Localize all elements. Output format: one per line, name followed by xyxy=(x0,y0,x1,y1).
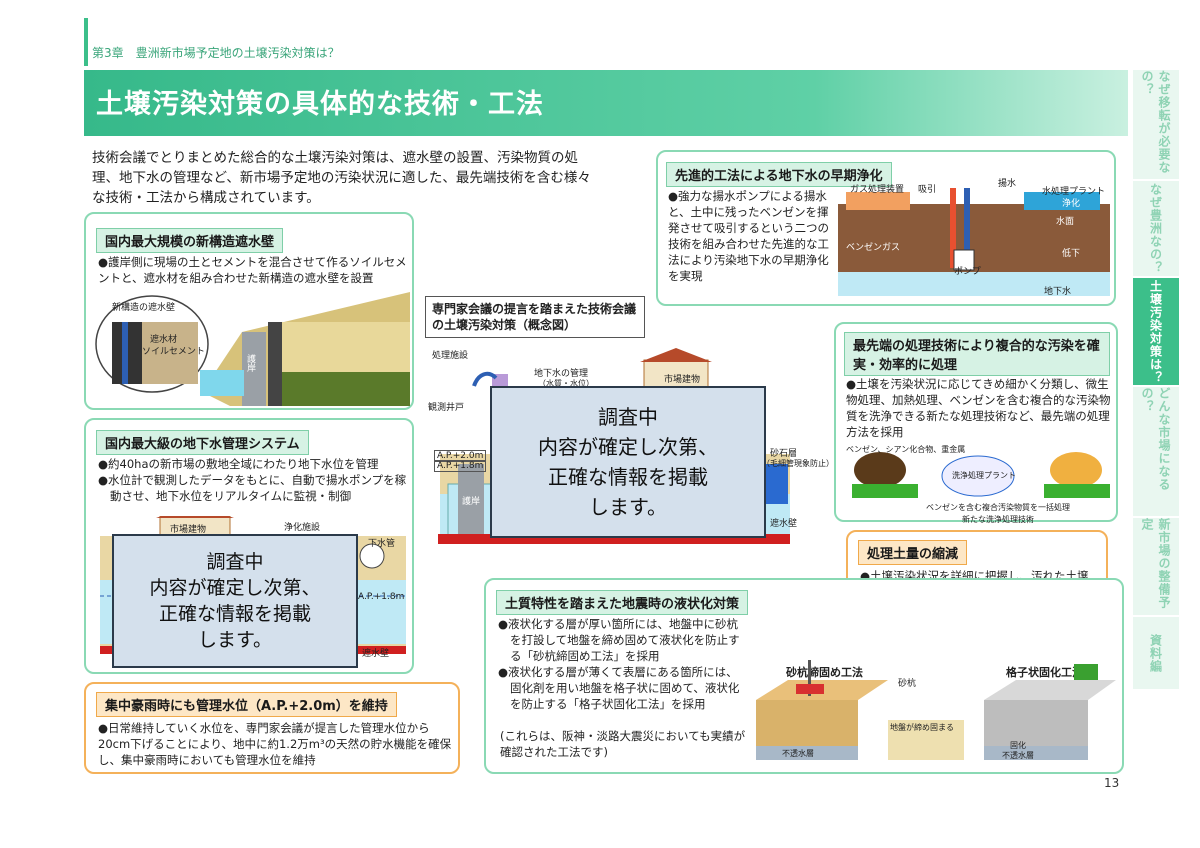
concept-label-capillary: （毛細管現象防止） xyxy=(762,459,834,468)
panel-liquefaction: 土質特性を踏まえた地震時の液状化対策 ●液状化する層が厚い箇所には、地盤中に砂杭… xyxy=(484,578,1124,774)
concept-label-quality: （水質・水位） xyxy=(538,379,594,388)
concept-label-market: 市場建物 xyxy=(664,375,701,385)
gw-label-sewer: 下水管 xyxy=(368,539,396,549)
concept-label-well: 観測井戸 xyxy=(428,403,465,413)
panel-bullet: ●土壌を汚染状況に応じてきめ細かく分類し、微生物処理、加熱処理、ベンゼンを含む複… xyxy=(846,377,1111,439)
notice-overlay-left: 調査中 内容が確定し次第、 正確な情報を掲載 します。 xyxy=(112,534,358,668)
panel-processing: 最先端の処理技術により複合的な汚染を確実・効率的に処理 ●土壌を汚染状況に応じて… xyxy=(834,322,1118,524)
concept-label-plant: 処理施設 xyxy=(432,351,469,361)
pump-label-purify: 浄化 xyxy=(1062,199,1081,209)
title-band xyxy=(84,70,1128,136)
tab-soil-measures[interactable]: 土壌汚染対策は？ xyxy=(1133,278,1179,386)
liquef-label-compact: 地盤が締め固まる xyxy=(890,723,954,732)
page-title: 土壌汚染対策の具体的な技術・工法 xyxy=(96,89,544,120)
pump-label-gas: ガス処理装置 xyxy=(850,185,905,195)
concept-label-ap20: A.P.+2.0m xyxy=(434,450,487,462)
panel-water-wall: 国内最大規模の新構造遮水壁 ●護岸側に現場の土とセメントを混合させて作るソイルセ… xyxy=(84,212,414,410)
pump-label-pump: ポンプ xyxy=(954,267,981,277)
pump-label-lower: 低下 xyxy=(1062,249,1081,259)
pump-label-surface: 水面 xyxy=(1056,217,1075,227)
panel-title: 処理土量の縮減 xyxy=(858,540,968,565)
panel-pump: 先進的工法による地下水の早期浄化 ●強力な揚水ポンプによる揚水と、土中に残ったベ… xyxy=(656,150,1116,306)
side-navigation: なぜ移転が必要なの？ なぜ豊洲なの？ 土壌汚染対策は？ どんな市場になるの？ 新… xyxy=(1133,70,1179,690)
gw-label-ap18: A.P.+1.8m xyxy=(358,592,405,602)
panel-title: 国内最大級の地下水管理システム xyxy=(96,430,309,455)
pump-label-benzene: ベンゼンガス xyxy=(846,243,901,253)
intro-text: 技術会議でとりまとめた総合的な土壌汚染対策は、遮水壁の設置、汚染物質の処理、地下… xyxy=(92,150,591,206)
concept-label-ap18: A.P.+1.8m xyxy=(434,460,487,472)
tab-what-market[interactable]: どんな市場になるの？ xyxy=(1133,387,1179,517)
wall-label-soilcement: ソイルセメント xyxy=(142,347,205,357)
pump-label-lift: 揚水 xyxy=(998,179,1017,189)
pump-label-plant: 水処理プラント xyxy=(1042,187,1106,197)
concept-label-gwmgmt: 地下水の管理 xyxy=(534,369,589,379)
bullet-item: ●約40haの新市場の敷地全域にわたり地下水位を管理 xyxy=(98,457,379,471)
notice-overlay-center: 調査中 内容が確定し次第、 正確な情報を掲載 します。 xyxy=(490,386,766,538)
tab-schedule[interactable]: 新市場の整備予定 xyxy=(1133,518,1179,616)
wall-fig-title: 新構造の遮水壁 xyxy=(112,303,176,313)
proc-label-batch: ベンゼンを含む複合汚染物質を一括処理 xyxy=(926,503,1070,512)
concept-label-wall: 遮水壁 xyxy=(770,519,798,529)
method-sand-pile: 砂杭締固め工法 xyxy=(786,666,863,679)
bullet-item: ●液状化する層が厚い箇所には、地盤中に砂杭を打設して地盤を締め固めて液状化を防止… xyxy=(498,617,740,663)
proc-label-newtech: 新たな洗浄処理技術 xyxy=(962,515,1034,524)
wall-illustration xyxy=(95,292,410,406)
panel-title: 国内最大規模の新構造遮水壁 xyxy=(96,228,284,253)
page-number: 13 xyxy=(1104,776,1120,790)
bullet-item: ●液状化する層が薄くて表層にある箇所には、固化剤を用い地盤を格子状に固めて、液状… xyxy=(498,665,740,711)
liquefaction-illustration xyxy=(756,660,1116,760)
liquef-note: (これらは、阪神・淡路大震災においても実績が確認された工法です) xyxy=(500,729,746,759)
panel-title: 先進的工法による地下水の早期浄化 xyxy=(666,162,892,187)
liquef-label-imperm-b: 不透水層 xyxy=(1002,751,1034,760)
panel-bullet: ●強力な揚水ポンプによる揚水と、土中に残ったベンゼンを揮発させて吸引するという二… xyxy=(668,189,829,283)
panel-title: 集中豪雨時にも管理水位（A.P.+2.0m）を維持 xyxy=(96,692,397,717)
concept-label-revetment: 護岸 xyxy=(462,497,481,507)
pump-illustration xyxy=(838,188,1110,296)
concept-label-gravel: 砂石層 xyxy=(770,449,798,459)
gw-label-market: 市場建物 xyxy=(170,525,207,535)
tab-why-relocate[interactable]: なぜ移転が必要なの？ xyxy=(1133,70,1179,180)
concept-label: 専門家会議の提言を踏まえた技術会議の土壌汚染対策（概念図） xyxy=(425,296,645,338)
bullet-item: ●水位計で観測したデータをもとに、自動で揚水ポンプを稼動させ、地下水位をリアルタ… xyxy=(98,473,407,503)
panel-title: 土質特性を踏まえた地震時の液状化対策 xyxy=(496,590,749,615)
gw-label-purifier: 浄化施設 xyxy=(284,523,321,533)
chapter-accent-bar xyxy=(84,18,88,66)
liquef-label-solidify: 固化 xyxy=(1010,741,1026,750)
panel-bullet: ●日常維持していく水位を、専門家会議が提言した管理水位から20cm下げることによ… xyxy=(98,721,452,767)
processing-illustration xyxy=(852,452,1110,498)
wall-label-waterproof: 遮水材 xyxy=(150,335,178,345)
liquef-label-imperm-a: 不透水層 xyxy=(782,749,814,758)
pump-label-suction: 吸引 xyxy=(918,185,937,195)
method-grid-solid: 格子状固化工法 xyxy=(1006,666,1083,679)
proc-label-plant: 洗浄処理プラント xyxy=(952,471,1016,480)
liquef-label-sandpile: 砂杭 xyxy=(898,679,917,689)
panel-title: 最先端の処理技術により複合的な汚染を確実・効率的に処理 xyxy=(844,332,1110,376)
panel-bullets: ●約40haの新市場の敷地全域にわたり地下水位を管理 ●水位計で観測したデータを… xyxy=(98,456,408,504)
panel-bullet: ●護岸側に現場の土とセメントを混合させて作るソイルセメントと、遮水材を組み合わせ… xyxy=(98,255,407,285)
proc-label-contaminants: ベンゼン、シアン化合物、重金属 xyxy=(846,445,966,454)
tab-appendix[interactable]: 資料編 xyxy=(1133,617,1179,690)
gw-label-wall: 遮水壁 xyxy=(362,649,390,659)
panel-bullets: ●液状化する層が厚い箇所には、地盤中に砂杭を打設して地盤を締め固めて液状化を防止… xyxy=(498,616,748,712)
pump-label-groundwater: 地下水 xyxy=(1044,287,1072,297)
chapter-label: 第3章 豊洲新市場予定地の土壌汚染対策は？ xyxy=(92,46,340,60)
panel-heavy-rain: 集中豪雨時にも管理水位（A.P.+2.0m）を維持 ●日常維持していく水位を、専… xyxy=(84,682,460,774)
tab-why-toyosu[interactable]: なぜ豊洲なの？ xyxy=(1133,181,1179,277)
wall-label-revetment: 護岸 xyxy=(245,354,255,372)
